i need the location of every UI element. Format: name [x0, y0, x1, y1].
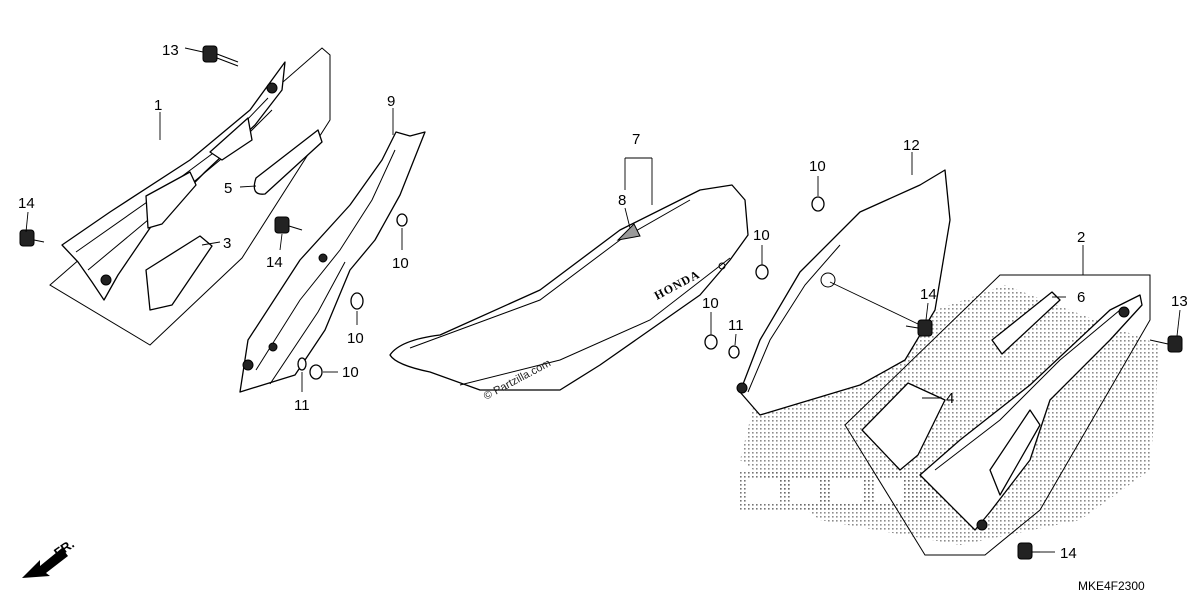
callout-11-right: 11 — [728, 317, 744, 334]
callout-10-b: 10 — [347, 330, 364, 347]
callout-labels: 13 1 14 5 3 9 14 10 10 10 11 7 8 10 12 1… — [18, 42, 1188, 562]
callout-9: 9 — [387, 93, 395, 110]
bolt-13-left — [202, 45, 239, 67]
callout-11-left: 11 — [294, 397, 310, 414]
callout-10-c: 10 — [342, 364, 359, 381]
grommet-10-d — [811, 196, 825, 212]
callout-10-a: 10 — [392, 255, 409, 272]
callout-14-shroud: 14 — [266, 254, 283, 271]
assembly-outline-left — [49, 47, 331, 346]
front-direction-marker: FR. — [22, 536, 77, 578]
callout-5: 5 — [224, 180, 232, 197]
left-side-cover — [61, 61, 286, 301]
grommet-10-e — [755, 264, 769, 280]
right-shroud — [736, 169, 951, 416]
bolt-14-right-shroud — [905, 319, 933, 337]
front-arrow-icon — [22, 548, 68, 578]
callout-14-left: 14 — [18, 195, 35, 212]
left-shroud — [239, 131, 426, 393]
callout-1: 1 — [154, 97, 162, 114]
seat: HONDA — [389, 184, 749, 391]
callout-3: 3 — [223, 235, 231, 252]
callout-12: 12 — [903, 137, 920, 154]
callout-8: 8 — [618, 192, 626, 209]
left-cover-plate — [145, 235, 213, 311]
bolt-14-left — [19, 229, 45, 247]
grommet-10-b — [350, 292, 364, 310]
callout-2: 2 — [1077, 229, 1085, 246]
callout-14-right-shroud: 14 — [920, 286, 937, 303]
callout-7: 7 — [632, 131, 640, 148]
callout-4: 4 — [946, 390, 954, 407]
assembly-outline-right — [844, 274, 1151, 556]
leader-lines — [25, 47, 1181, 553]
right-side-cover — [919, 294, 1143, 531]
right-cover-plate — [861, 382, 946, 471]
grommet-10-c — [309, 364, 323, 380]
bolt-13-right — [1149, 335, 1183, 353]
callout-13-right: 13 — [1171, 293, 1188, 310]
grommet-10-f — [704, 334, 718, 350]
washer-11-right — [728, 345, 740, 359]
callout-14-right: 14 — [1060, 545, 1077, 562]
bolt-14-right — [1017, 542, 1040, 560]
callout-10-d: 10 — [809, 158, 826, 175]
callout-10-e: 10 — [753, 227, 770, 244]
callout-6: 6 — [1077, 289, 1085, 306]
callout-10-f: 10 — [702, 295, 719, 312]
diagram-code: MKE4F2300 — [1078, 579, 1145, 593]
bolt-14-shroud — [274, 216, 303, 234]
right-pad — [991, 291, 1061, 355]
grommet-10-a — [396, 213, 408, 227]
callout-13-left: 13 — [162, 42, 179, 59]
washer-11-left — [297, 357, 307, 371]
left-pad — [253, 129, 323, 195]
